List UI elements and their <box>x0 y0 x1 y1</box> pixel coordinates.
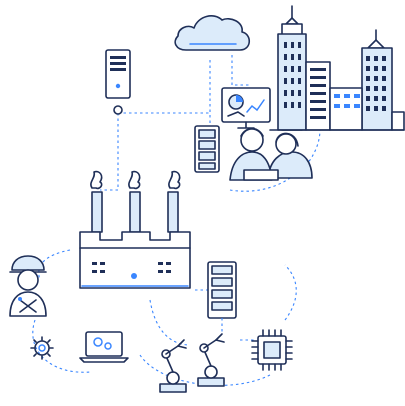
cloud-icon <box>174 15 251 51</box>
engineer-icon <box>9 255 47 317</box>
monitor-chart-icon <box>221 87 271 129</box>
factory-icon <box>79 170 191 289</box>
gear-icon <box>30 336 54 360</box>
robot-arm-icon <box>159 333 225 393</box>
server-rack-icon-lower <box>207 261 237 332</box>
microchip-icon <box>251 329 293 371</box>
people-icon <box>229 127 313 181</box>
laptop-icon <box>79 331 129 363</box>
city-skyline-icon <box>269 5 405 131</box>
server-rack-icon-upper <box>194 125 220 173</box>
server-tower-icon <box>105 49 131 115</box>
